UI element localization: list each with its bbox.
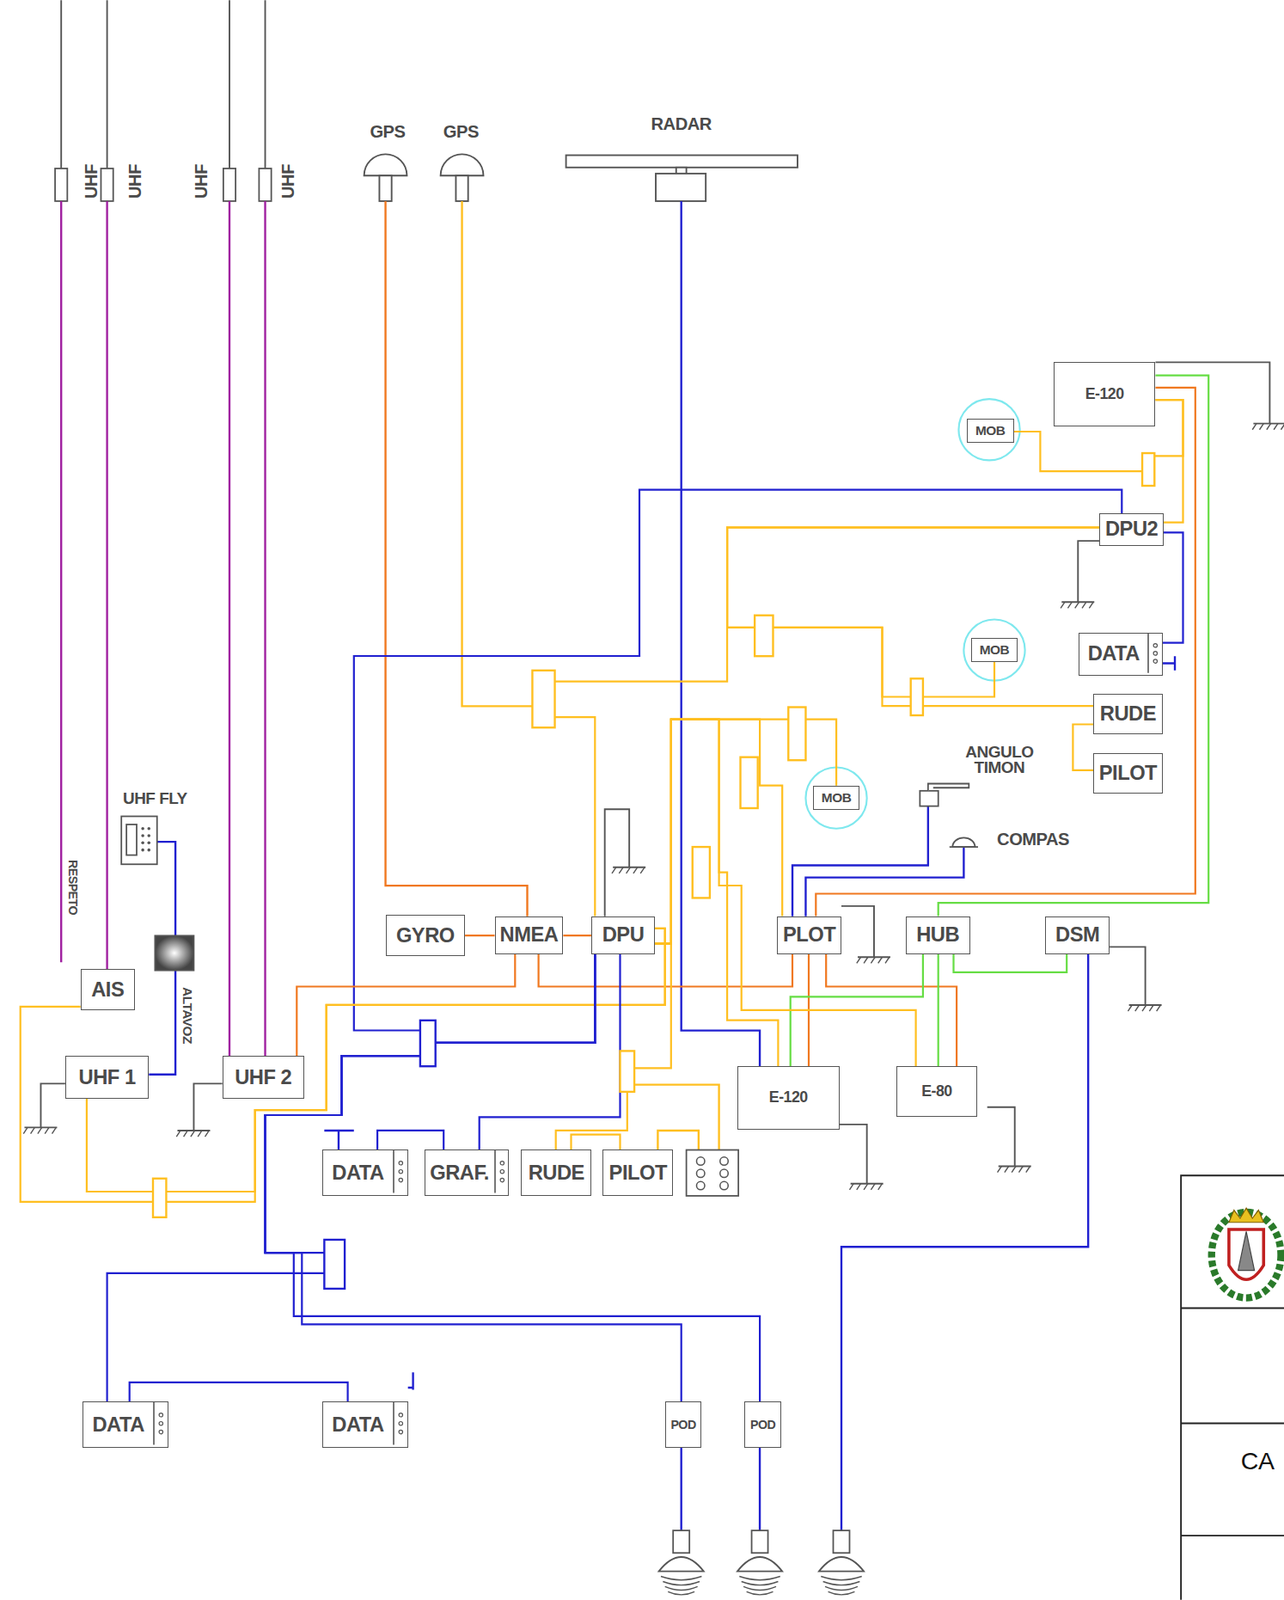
device-name: DATA — [331, 1412, 384, 1437]
device-box: POD — [665, 1400, 703, 1447]
device-box: DATA — [82, 1400, 169, 1447]
device-name: MOB — [975, 422, 1005, 439]
signal-wire — [464, 934, 495, 936]
part-label: CA — [1241, 1449, 1275, 1474]
part-label: UHF — [83, 164, 100, 199]
signal-wire — [727, 527, 1100, 698]
device-box: POD — [744, 1400, 782, 1447]
device-box: PILOT — [602, 1149, 673, 1195]
signal-wire — [1072, 724, 1094, 771]
device-name: DPU2 — [1105, 517, 1158, 541]
part-label: UHF — [280, 164, 297, 199]
device-name: PILOT — [609, 1161, 667, 1185]
signal-wire — [265, 953, 761, 1402]
device-name: DATA — [331, 1161, 384, 1185]
device-name: DPU — [602, 923, 645, 947]
part-label: GPS — [443, 124, 479, 141]
device-name: AIS — [91, 978, 124, 1002]
device-name: MOB — [821, 789, 851, 806]
part-label: UHF — [193, 164, 210, 199]
part-label: COMPAS — [996, 831, 1070, 848]
device-name: PILOT — [1099, 761, 1157, 785]
dots-panel — [1147, 633, 1162, 673]
dots-panel — [392, 1149, 408, 1193]
device-box: GRAF. — [424, 1149, 509, 1195]
signal-wire — [1162, 531, 1184, 642]
part-label: ALTAVOZ — [181, 986, 195, 1044]
device-box: NMEA — [495, 916, 564, 954]
signal-wire — [654, 719, 779, 1066]
device-name: RUDE — [1100, 702, 1156, 726]
signal-wire — [953, 953, 1068, 973]
device-box: DPU2 — [1099, 513, 1164, 546]
device-name: GYRO — [396, 923, 455, 948]
signal-wire — [377, 1130, 444, 1150]
signal-wire — [815, 387, 1196, 917]
part-label: GPS — [369, 124, 405, 141]
signal-wire — [937, 953, 940, 1067]
part-label: UHF — [127, 164, 144, 199]
device-box: DPU — [591, 916, 655, 954]
device-box: DATA — [322, 1149, 409, 1195]
signal-wire — [544, 527, 1101, 917]
device-box: UHF 2 — [222, 1055, 305, 1099]
device-name: NMEA — [500, 923, 559, 947]
signal-wire — [654, 719, 917, 1066]
device-name: RUDE — [528, 1161, 585, 1185]
device-name: UHF 2 — [234, 1065, 292, 1089]
device-name: DATA — [1088, 642, 1140, 666]
part-label: RADAR — [651, 116, 712, 133]
device-box: MOB — [971, 637, 1019, 662]
part-label: RESPETO — [66, 859, 79, 915]
device-box: E-80 — [896, 1065, 978, 1117]
device-name: UHF 1 — [79, 1065, 136, 1089]
device-name: PLOT — [782, 923, 836, 947]
device-box: PLOT — [776, 916, 842, 954]
signal-wire — [562, 934, 592, 936]
signal-wire — [556, 943, 672, 1150]
device-box: E-120 — [1053, 361, 1156, 427]
device-box: DATA — [322, 1400, 409, 1447]
device-name: E-120 — [769, 1088, 808, 1107]
device-box: MOB — [966, 418, 1015, 443]
device-box: E-120 — [737, 1065, 840, 1130]
device-box: DSM — [1045, 916, 1110, 954]
device-box: GYRO — [385, 914, 466, 955]
device-name: MOB — [979, 642, 1009, 658]
signal-wire — [479, 953, 621, 1150]
part-label: ANGULO TIMON — [965, 744, 1034, 776]
device-box: RUDE — [520, 1149, 592, 1195]
dots-panel — [392, 1401, 408, 1444]
device-name: DSM — [1055, 923, 1100, 947]
device-name: HUB — [916, 923, 960, 947]
dots-panel — [494, 1149, 509, 1193]
device-box: MOB — [813, 785, 861, 810]
dots-panel — [152, 1401, 168, 1444]
signal-wire — [20, 928, 666, 1202]
device-box: DATA — [1078, 632, 1162, 676]
device-name: E-80 — [921, 1082, 953, 1101]
signal-wire — [265, 953, 682, 1402]
signal-wire — [571, 1134, 621, 1150]
device-box: UHF 1 — [65, 1055, 149, 1099]
signal-wire — [354, 489, 1123, 1043]
signal-wire — [938, 375, 1210, 917]
device-box: AIS — [80, 968, 135, 1009]
device-name: POD — [750, 1417, 776, 1431]
device-box: PILOT — [1093, 752, 1163, 794]
signal-wire — [654, 719, 837, 944]
device-name: POD — [670, 1417, 696, 1431]
signal-wire — [107, 953, 596, 1402]
signal-wire — [129, 1381, 349, 1402]
device-name: E-120 — [1085, 385, 1125, 404]
device-box: HUB — [905, 916, 971, 954]
part-label: UHF FLY — [122, 790, 188, 807]
signal-wire — [1155, 399, 1184, 522]
device-box: RUDE — [1093, 693, 1163, 734]
device-name: GRAF. — [429, 1161, 490, 1185]
device-name: DATA — [91, 1412, 144, 1437]
